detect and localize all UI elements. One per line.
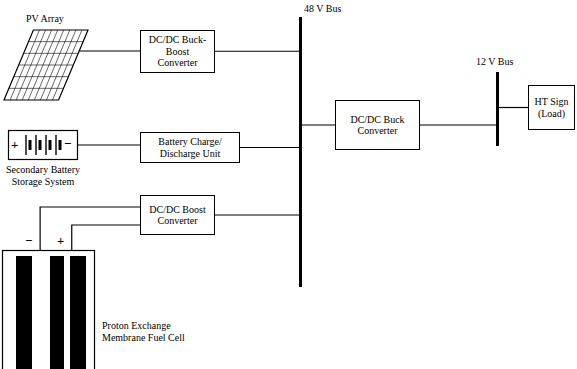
node-label: 48 V Bus	[304, 3, 341, 15]
polarity-sign: +	[11, 138, 18, 151]
power-line	[78, 144, 140, 145]
power-line	[79, 50, 140, 51]
node-label: 12 V Bus	[476, 56, 513, 68]
power-line	[40, 207, 140, 250]
power-line	[420, 124, 496, 125]
node-label: Secondary Battery Storage System	[4, 164, 82, 187]
fuel-cell-outline	[2, 250, 95, 369]
power-line	[72, 225, 140, 250]
box-label: DC/DC Boost Converter	[145, 204, 210, 227]
dc-bus: 12 V Bus	[496, 72, 499, 146]
fuel-cell: Proton Exchange Membrane Fuel Cell	[2, 250, 95, 369]
power-line	[215, 51, 299, 52]
box-label: DC/DC Buck Converter	[340, 114, 415, 137]
pv-array: PV Array	[4, 30, 88, 100]
load-box: HT Sign (Load)	[528, 85, 575, 130]
polarity-sign: −	[64, 137, 71, 150]
polarity-sign: +	[57, 234, 64, 247]
dc-bus: 48 V Bus	[299, 17, 302, 287]
node-label: PV Array	[26, 13, 64, 25]
power-line	[240, 147, 299, 148]
pv-array-outline	[4, 30, 88, 100]
converter-box: DC/DC Buck Converter	[335, 100, 420, 150]
converter-box: DC/DC Boost Converter	[140, 195, 215, 235]
power-line	[215, 214, 299, 215]
power-line	[302, 124, 335, 125]
power-line	[499, 107, 528, 108]
box-label: HT Sign (Load)	[533, 96, 570, 119]
node-label: Proton Exchange Membrane Fuel Cell	[102, 320, 197, 343]
polarity-sign: −	[25, 234, 32, 247]
charge-unit-box: Battery Charge/ Discharge Unit	[140, 132, 240, 163]
box-label: DC/DC Buck-Boost Converter	[145, 34, 210, 69]
converter-box: DC/DC Buck-Boost Converter	[140, 30, 215, 73]
box-label: Battery Charge/ Discharge Unit	[145, 136, 235, 159]
